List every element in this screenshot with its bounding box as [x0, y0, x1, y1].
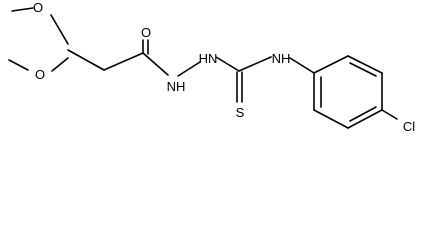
atom-o-methoxy-bottom: O	[35, 67, 45, 82]
atom-o-carbonyl: O	[141, 25, 151, 40]
atom-nh-hydrazide: NH	[167, 79, 186, 94]
structure-svg: O O O NH HN NH S Cl	[8, 0, 415, 134]
bond-thiocarbonyl-nh	[238, 56, 272, 72]
bond-ring-cl	[381, 109, 398, 120]
bond-nh-hn	[177, 61, 201, 77]
bond-o-top-ch	[50, 14, 69, 45]
molecule-diagram: O O O NH HN NH S Cl	[8, 0, 415, 134]
ring-inner-bond-3	[349, 106, 377, 122]
atom-cl: Cl	[403, 119, 415, 134]
bond-ch-ch2	[67, 49, 105, 71]
atom-nh-anilino: NH	[272, 51, 291, 66]
atom-hn-hydrazine: HN	[199, 51, 218, 66]
atom-s-thione: S	[236, 105, 245, 120]
ring-bond-1	[313, 55, 349, 74]
ring-bond-2	[347, 55, 383, 74]
bond-nh-ring	[289, 57, 315, 74]
ring-bond-5	[313, 109, 349, 129]
atom-o-methoxy-top: O	[33, 0, 43, 15]
bond-ch2-carbonyl	[103, 52, 144, 71]
bond-methyl-o-bottom	[8, 59, 29, 71]
bond-o-bottom-ch	[51, 57, 69, 72]
bond-hn-thiocarbonyl	[215, 56, 240, 72]
ring-inner-bond-2	[349, 62, 377, 77]
bond-carbonyl-nh	[142, 52, 169, 76]
ring-bond-4	[347, 109, 383, 129]
bond-methyl-o-top	[11, 7, 34, 12]
